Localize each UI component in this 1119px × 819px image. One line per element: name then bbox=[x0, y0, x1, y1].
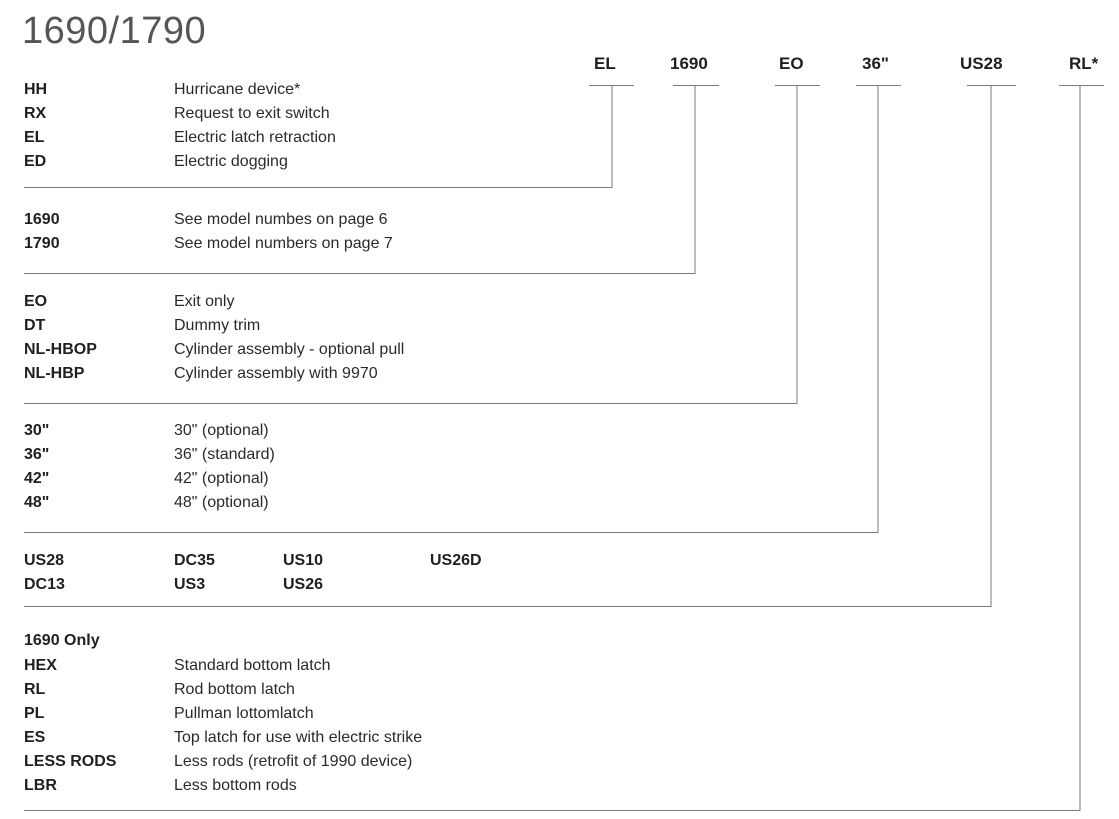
length-desc: 30" (optional) bbox=[174, 422, 269, 439]
connector-finish bbox=[24, 86, 992, 607]
length-code: 30" bbox=[24, 422, 50, 439]
connector-latch bbox=[24, 86, 1081, 811]
trim-code: NL-HBOP bbox=[24, 341, 97, 358]
trim-code: EO bbox=[24, 293, 48, 310]
length-code: 48" bbox=[24, 494, 50, 511]
option-desc: Request to exit switch bbox=[174, 105, 330, 122]
finish-code: US28 bbox=[24, 552, 65, 569]
trim-desc: Exit only bbox=[174, 293, 235, 310]
header-code-finish: US28 bbox=[960, 54, 1003, 73]
length-code: 42" bbox=[24, 470, 50, 487]
connector-1690 bbox=[24, 86, 696, 274]
option-code: RX bbox=[24, 105, 47, 122]
connector-eo bbox=[24, 86, 798, 404]
latch-code: RL bbox=[24, 681, 46, 698]
finish-code: US26D bbox=[430, 552, 482, 569]
latch-code: LESS RODS bbox=[24, 753, 117, 770]
model-code: 1790 bbox=[24, 235, 60, 252]
connector-length bbox=[24, 86, 879, 533]
option-desc: Electric latch retraction bbox=[174, 129, 336, 146]
length-desc: 48" (optional) bbox=[174, 494, 269, 511]
finish-code: DC13 bbox=[24, 576, 65, 593]
latch-desc: Less bottom rods bbox=[174, 777, 297, 794]
finish-code: US3 bbox=[174, 576, 206, 593]
latch-desc: Rod bottom latch bbox=[174, 681, 295, 698]
header-code-latch: RL* bbox=[1069, 54, 1099, 73]
page-title: 1690/1790 bbox=[22, 10, 207, 52]
length-desc: 36" (standard) bbox=[174, 446, 275, 463]
connector-el bbox=[24, 86, 613, 188]
latch-code: PL bbox=[24, 705, 45, 722]
option-code: ED bbox=[24, 153, 47, 170]
model-desc: See model numbers on page 7 bbox=[174, 235, 393, 252]
latch-code: LBR bbox=[24, 777, 57, 794]
finish-code: US10 bbox=[283, 552, 324, 569]
finish-code: DC35 bbox=[174, 552, 215, 569]
model-desc: See model numbes on page 6 bbox=[174, 211, 388, 228]
length-desc: 42" (optional) bbox=[174, 470, 269, 487]
model-code: 1690 bbox=[24, 211, 60, 228]
trim-desc: Cylinder assembly - optional pull bbox=[174, 341, 405, 358]
latch-desc: Pullman lottomlatch bbox=[174, 705, 314, 722]
latch-desc: Top latch for use with electric strike bbox=[174, 729, 423, 746]
latch-code: HEX bbox=[24, 657, 57, 674]
trim-code: NL-HBP bbox=[24, 365, 85, 382]
trim-desc: Cylinder assembly with 9970 bbox=[174, 365, 378, 382]
finish-code: US26 bbox=[283, 576, 324, 593]
header-code-1690: 1690 bbox=[670, 54, 708, 73]
latch-desc: Standard bottom latch bbox=[174, 657, 331, 674]
trim-code: DT bbox=[24, 317, 46, 334]
trim-desc: Dummy trim bbox=[174, 317, 261, 334]
option-code: EL bbox=[24, 129, 45, 146]
option-desc: Hurricane device* bbox=[174, 81, 301, 98]
latch-code: ES bbox=[24, 729, 46, 746]
header-code-el: EL bbox=[594, 54, 616, 73]
section-subtitle: 1690 Only bbox=[24, 632, 100, 649]
option-desc: Electric dogging bbox=[174, 153, 288, 170]
header-code-length: 36" bbox=[862, 54, 889, 73]
latch-desc: Less rods (retrofit of 1990 device) bbox=[174, 753, 413, 770]
length-code: 36" bbox=[24, 446, 50, 463]
header-code-eo: EO bbox=[779, 54, 804, 73]
option-code: HH bbox=[24, 81, 48, 98]
